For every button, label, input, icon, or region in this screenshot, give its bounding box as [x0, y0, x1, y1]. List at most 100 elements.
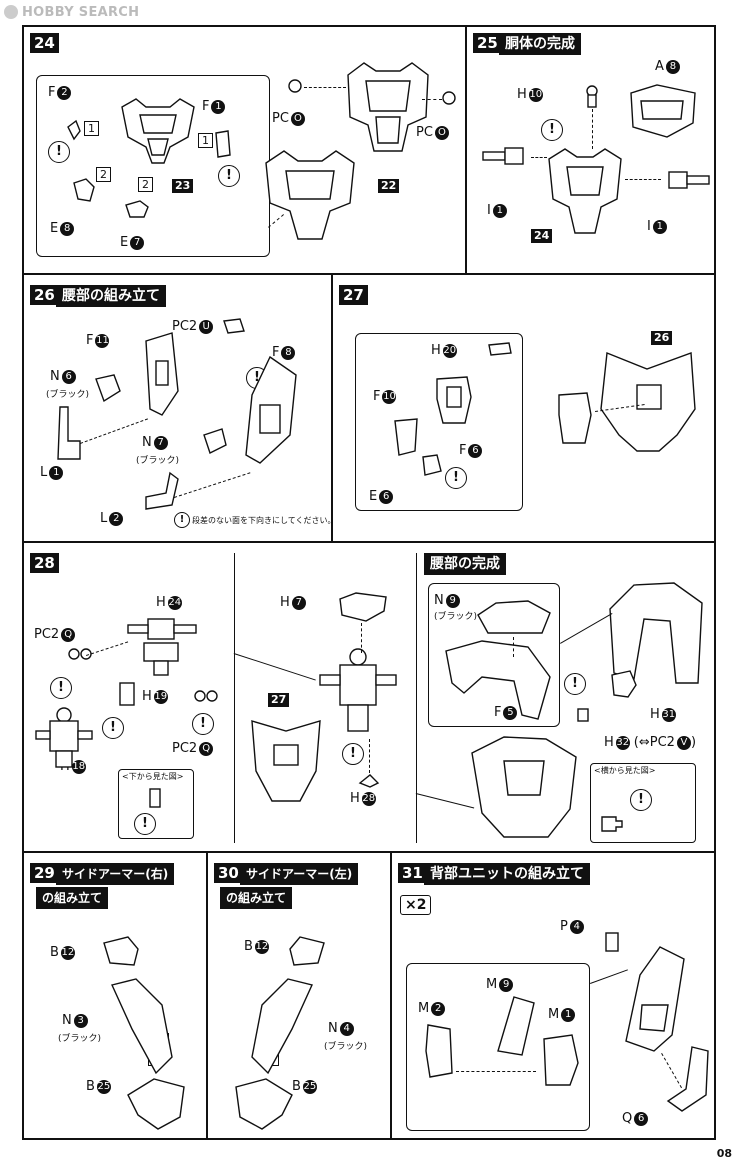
- color-note: (ブラック): [136, 456, 180, 466]
- side-view-box: [590, 763, 696, 843]
- warning-icon: !: [218, 165, 240, 187]
- guide-line: [304, 87, 346, 88]
- column-divider: [234, 553, 235, 843]
- warning-icon: !: [564, 673, 586, 695]
- crotch-armor-drawing: [477, 600, 551, 634]
- connector-drawing: [488, 342, 512, 356]
- guide-line: [531, 157, 547, 158]
- joint-block-drawing: [436, 376, 472, 424]
- column-divider: [416, 553, 417, 843]
- guide-line: [422, 99, 442, 100]
- small-part-drawing: [605, 932, 619, 952]
- guide-line: [592, 109, 593, 149]
- substep-box: 1: [84, 121, 99, 136]
- waist-right-panel-drawing: [245, 355, 297, 464]
- side-armor-tip-drawing: [127, 1078, 185, 1130]
- hook-part-drawing: [145, 471, 179, 510]
- step-number: 26: [30, 285, 59, 305]
- side-armor-top-drawing: [289, 936, 325, 966]
- step-number: 24: [30, 33, 59, 53]
- guide-line: [456, 1071, 536, 1072]
- torso-drawing: [548, 148, 622, 234]
- step-number: 27: [339, 285, 368, 305]
- block-part-drawing: [543, 1034, 579, 1086]
- guide-line: [86, 641, 129, 656]
- step-title: 胴体の完成: [499, 33, 581, 55]
- step-number: 25: [473, 33, 502, 53]
- small-part-drawing: [73, 178, 95, 202]
- polycap-drawing: [288, 79, 302, 93]
- fin-part-drawing: [497, 996, 535, 1056]
- hip-joint-drawing: [319, 648, 397, 732]
- substep-box: 2: [138, 177, 153, 192]
- guide-line: [174, 472, 251, 498]
- waist-assembly-drawing: [600, 352, 696, 452]
- step-title-line1: サイドアーマー(左): [240, 863, 359, 885]
- warning-icon: !: [541, 119, 563, 141]
- subassembly-frame: [428, 583, 560, 727]
- warning-icon: !: [102, 717, 124, 739]
- back-part-drawing: [630, 84, 696, 138]
- guide-line: [361, 623, 362, 653]
- guide-line: [625, 179, 661, 180]
- color-note: (ブラック): [324, 1042, 368, 1052]
- hip-joint-drawing: [35, 707, 93, 768]
- polycap-drawing: [68, 648, 92, 660]
- warning-icon: !: [342, 743, 364, 765]
- side-view-drawing: [601, 816, 623, 832]
- step-title-line2: の組み立て: [220, 887, 293, 909]
- warning-icon: !: [48, 141, 70, 163]
- small-part-drawing: [422, 454, 442, 476]
- color-note: (ブラック): [46, 390, 90, 400]
- step-title-line2: の組み立て: [36, 887, 109, 909]
- watermark-text: HOBBY SEARCH: [22, 4, 140, 20]
- waist-complete-drawing: [471, 736, 577, 838]
- joint-block-drawing: [558, 392, 592, 444]
- subassembly-frame: [355, 333, 523, 511]
- front-skirt-drawing: [445, 640, 551, 720]
- step-number: 29: [30, 863, 59, 883]
- crotch-armor-drawing: [339, 592, 387, 622]
- block-part-drawing: [425, 1024, 453, 1078]
- watermark-logo-icon: [4, 5, 18, 19]
- bottom-view-box: [118, 769, 194, 839]
- substep-box: 1: [198, 133, 213, 148]
- hip-joint-drawing: [611, 670, 637, 698]
- small-part-drawing: [577, 708, 589, 722]
- warning-icon: !: [192, 713, 214, 735]
- polycap-drawing: [194, 690, 218, 702]
- bottom-view-drawing: [149, 788, 161, 808]
- small-part-drawing: [67, 119, 81, 141]
- step-number: 30: [214, 863, 243, 883]
- subassembly-number: 27: [268, 693, 290, 707]
- small-part-drawing: [358, 774, 380, 788]
- quantity-badge: ×2: [400, 895, 432, 915]
- side-armor-left-drawing: [251, 978, 313, 1075]
- hook-part-drawing: [57, 406, 81, 460]
